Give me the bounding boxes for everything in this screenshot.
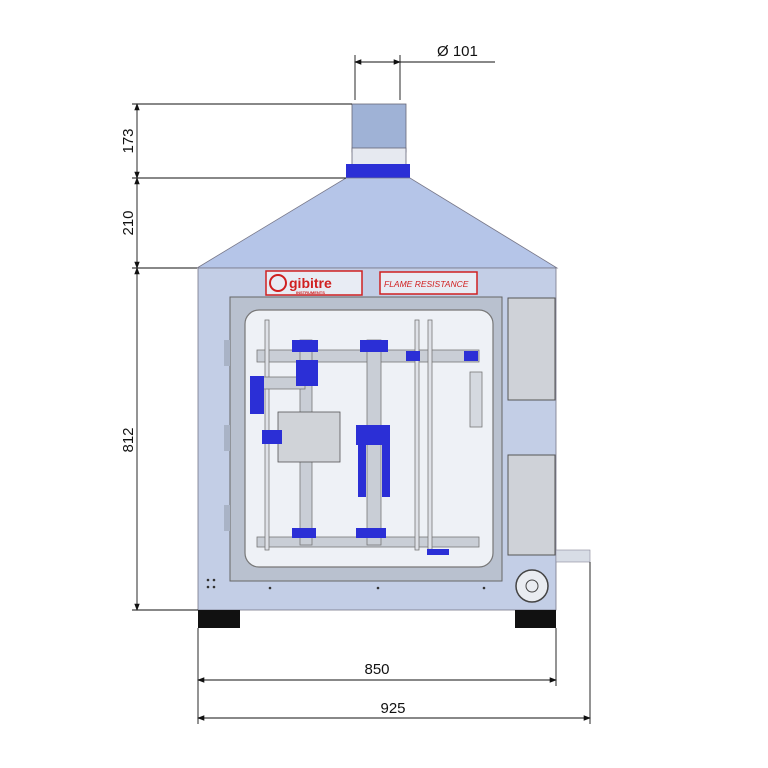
hood	[195, 177, 559, 269]
exhaust-pipe	[555, 549, 591, 563]
product-plate-text: FLAME RESISTANCE	[384, 279, 469, 289]
chimney	[346, 103, 410, 178]
hinge	[224, 425, 230, 451]
logo-text: gibitre	[289, 275, 332, 291]
blue-clamps	[250, 340, 478, 555]
dim-hood-height: 210	[120, 210, 137, 235]
dim-chimney-diameter: Ø 101	[437, 43, 478, 60]
vent-holes	[206, 578, 486, 590]
hinge	[224, 340, 230, 366]
hinge	[224, 505, 230, 531]
dim-chimney-height: 173	[120, 128, 137, 153]
dim-overall-width: 925	[380, 700, 405, 717]
foot-right	[515, 610, 556, 628]
side-panel-upper[interactable]	[507, 297, 556, 401]
product-plate: FLAME RESISTANCE	[379, 271, 478, 295]
dim-body-height: 812	[120, 427, 137, 452]
control-knob[interactable]	[515, 569, 549, 603]
brand-logo: gibitre INSTRUMENTS	[265, 270, 363, 296]
logo-subtext: INSTRUMENTS	[296, 290, 325, 295]
side-panel-lower[interactable]	[507, 454, 556, 556]
dim-body-width: 850	[364, 661, 389, 678]
dimension-lines	[132, 55, 591, 724]
foot-left	[198, 610, 240, 628]
